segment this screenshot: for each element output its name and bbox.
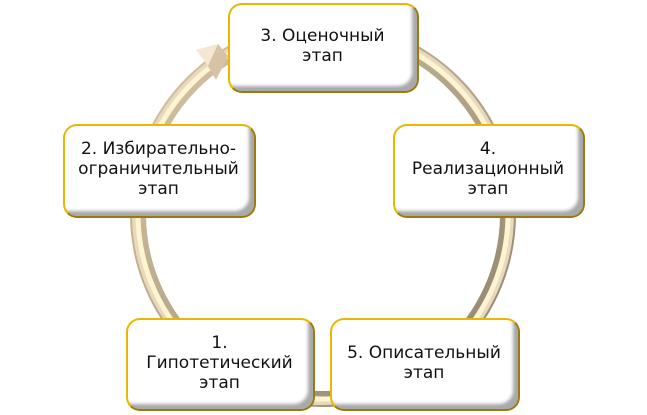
stage-2-selective-restrictive: 2. Избирательно- ограничительный этап — [63, 124, 256, 218]
stage-label: 3. Оценочный этап — [260, 26, 385, 66]
stage-label: 5. Описательный этап — [347, 342, 501, 383]
stage-1-hypothetical: 1. Гипотетический этап — [126, 318, 315, 411]
stage-label: 1. Гипотетический этап — [146, 332, 293, 393]
stage-3-evaluative: 3. Оценочный этап — [228, 3, 419, 93]
stage-5-descriptive: 5. Описательный этап — [330, 318, 520, 411]
stage-4-implementation: 4. Реализационный этап — [393, 124, 585, 218]
arrow-head-icon — [196, 44, 228, 80]
stage-label: 4. Реализационный этап — [411, 139, 565, 199]
stage-label: 2. Избирательно- ограничительный этап — [78, 139, 239, 199]
